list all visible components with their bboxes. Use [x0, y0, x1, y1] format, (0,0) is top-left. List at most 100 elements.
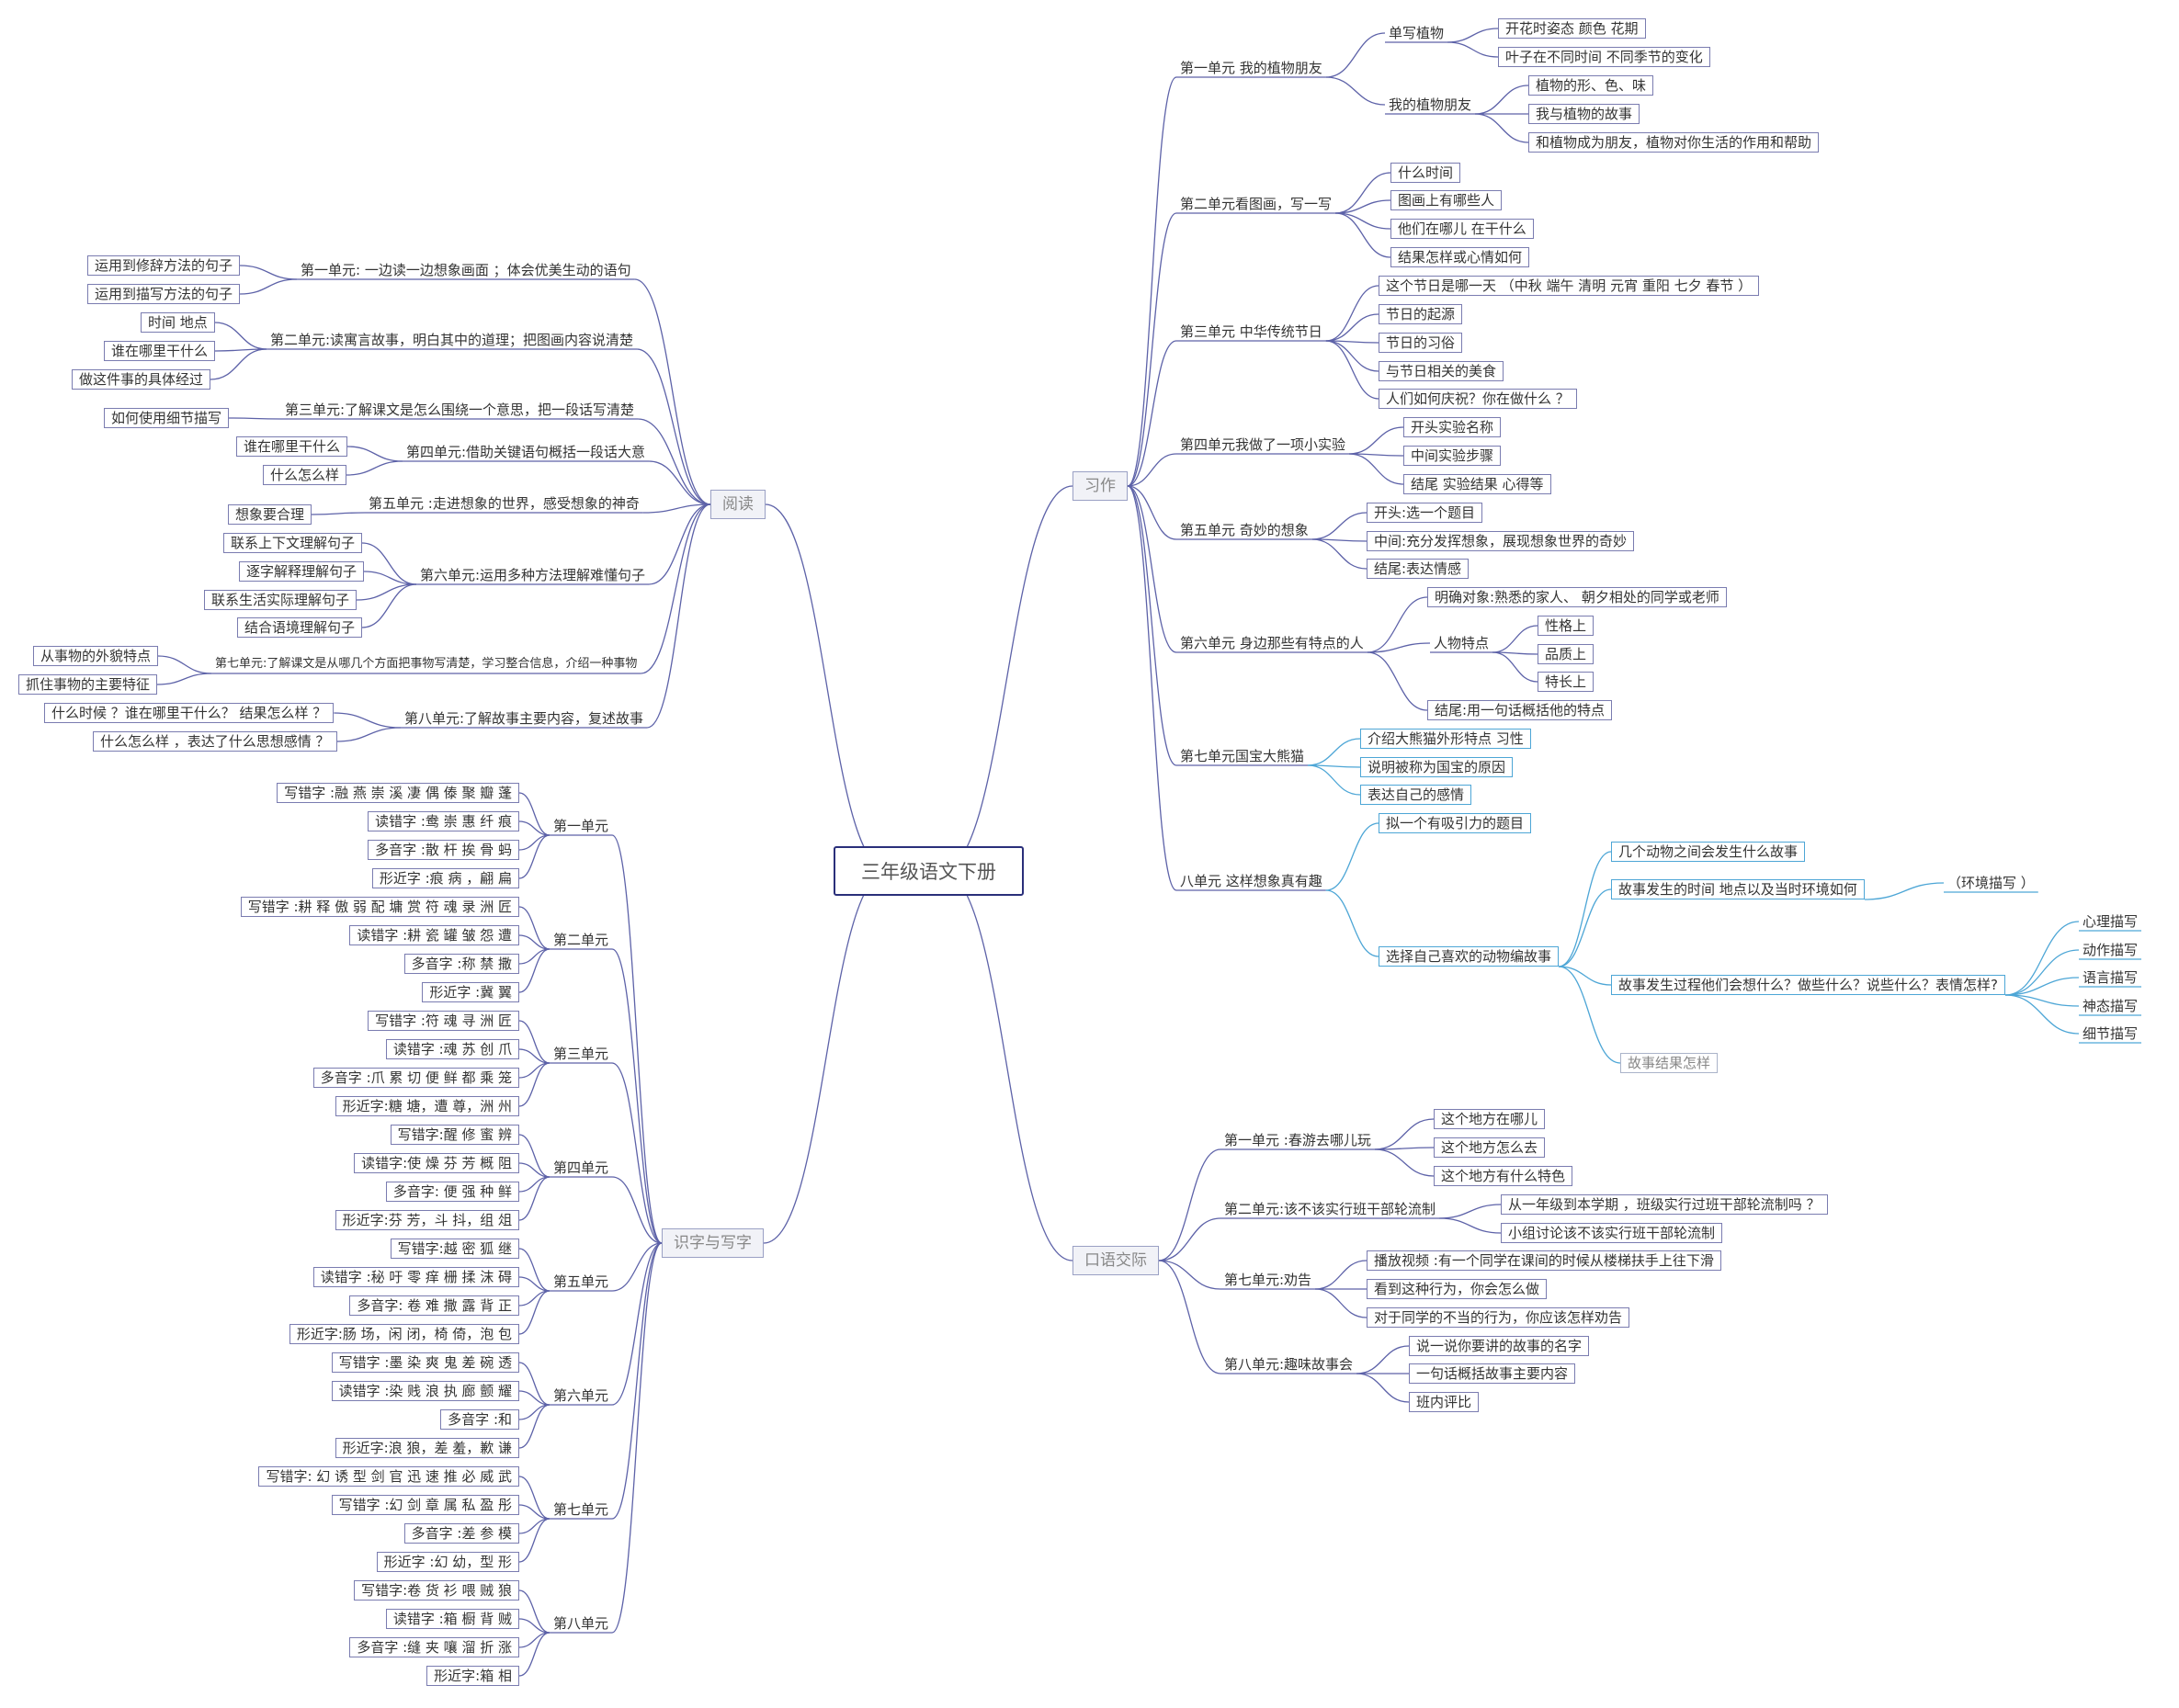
xizuo-u7-item[interactable]: 说明被称为国宝的原因 [1360, 757, 1514, 777]
yuedu-item[interactable]: 运用到修辞方法的句子 [87, 255, 241, 276]
kouyu-u8-item[interactable]: 班内评比 [1409, 1392, 1480, 1412]
xizuo-u3-item[interactable]: 这个节日是哪一天 （中秋 端午 清明 元宵 重阳 七夕 春节 ） [1379, 276, 1760, 296]
shizi-unit[interactable]: 第七单元 [553, 1501, 609, 1518]
kouyu-u7-item[interactable]: 播放视频 :有一个同学在课间的时候从楼梯扶手上往下滑 [1367, 1250, 1721, 1271]
xizuo-u3-item[interactable]: 人们如何庆祝？你在做什么 ？ [1379, 389, 1577, 409]
xizuo-u8-env[interactable]: （环境描写 ） [1947, 875, 2035, 891]
yuedu-item[interactable]: 联系生活实际理解句子 [204, 590, 357, 610]
shizi-item[interactable]: 读错字 :染 贱 浪 执 廊 颤 耀 [331, 1381, 519, 1401]
xizuo-u3-item[interactable]: 与节日相关的美食 [1379, 361, 1504, 381]
shizi-item[interactable]: 形近字 :幻 幼，型 形 [376, 1552, 519, 1572]
xizuo-u8-desc[interactable]: 心理描写 [2083, 913, 2139, 930]
xizuo-unit5[interactable]: 第五单元 奇妙的想象 [1180, 522, 1309, 538]
xizuo-u8-desc[interactable]: 神态描写 [2083, 998, 2139, 1014]
shizi-unit[interactable]: 第四单元 [553, 1159, 609, 1176]
shizi-item[interactable]: 写错字 :墨 染 爽 鬼 差 碗 透 [331, 1352, 519, 1373]
shizi-unit[interactable]: 第六单元 [553, 1387, 609, 1404]
xizuo-u1-a-item[interactable]: 叶子在不同时间 不同季节的变化 [1498, 47, 1710, 67]
xizuo-u2-item[interactable]: 他们在哪儿 在干什么 [1390, 219, 1534, 239]
yuedu-item[interactable]: 什么怎么样 [263, 465, 347, 485]
yuedu-item[interactable]: 谁在哪里干什么 [104, 341, 216, 361]
xizuo-u8-s3[interactable]: 故事发生过程他们会想什么？做些什么？说些什么？表情怎样? [1611, 975, 2005, 995]
yuedu-item[interactable]: 谁在哪里干什么 [236, 436, 348, 457]
shizi-unit[interactable]: 第五单元 [553, 1273, 609, 1290]
kouyu-u2-item[interactable]: 从一年级到本学期 ，班级实行过班干部轮流制吗 ？ [1501, 1194, 1828, 1215]
shizi-item[interactable]: 形近字:浪 狼，差 羞，歉 谦 [335, 1438, 519, 1458]
shizi-item[interactable]: 形近字 :痕 病 ，翩 扁 [371, 868, 519, 888]
xizuo-u8-desc[interactable]: 语言描写 [2083, 969, 2139, 986]
yuedu-item[interactable]: 如何使用细节描写 [104, 408, 230, 428]
yuedu-item[interactable]: 结合语境理解句子 [237, 617, 363, 638]
shizi-item[interactable]: 形近字:箱 相 [426, 1666, 519, 1686]
branch-xizuo[interactable]: 习作 [1072, 471, 1128, 501]
xizuo-u5-item[interactable]: 结尾:表达情感 [1367, 559, 1470, 579]
shizi-item[interactable]: 写错字 :符 魂 寻 洲 匠 [368, 1011, 519, 1031]
shizi-item[interactable]: 写错字 :耕 释 傲 弱 配 墉 赏 符 魂 录 洲 匠 [240, 897, 519, 917]
yuedu-unit[interactable]: 第五单元 :走进想象的世界，感受想象的神奇 [369, 495, 640, 512]
yuedu-item[interactable]: 什么时候 ？谁在哪里干什么？ 结果怎么样 ？ [44, 703, 335, 723]
yuedu-item[interactable]: 做这件事的具体经过 [72, 369, 211, 390]
xizuo-u6-person[interactable]: 人物特点 [1434, 635, 1490, 651]
xizuo-u2-item[interactable]: 什么时间 [1390, 163, 1461, 183]
xizuo-u1-b-item[interactable]: 植物的形、色、味 [1528, 75, 1654, 96]
kouyu-u1-item[interactable]: 这个地方在哪儿 [1434, 1109, 1546, 1129]
xizuo-unit3[interactable]: 第三单元 中华传统节日 [1180, 323, 1322, 340]
xizuo-u1-b-item[interactable]: 和植物成为朋友，植物对你生活的作用和帮助 [1528, 132, 1820, 153]
yuedu-unit[interactable]: 第三单元:了解课文是怎么围绕一个意思，把一段话写清楚 [285, 402, 635, 418]
shizi-item[interactable]: 写错字 :融 燕 崇 溪 凄 偶 傣 聚 瓣 蓬 [277, 783, 519, 803]
xizuo-u4-item[interactable]: 开头实验名称 [1403, 417, 1502, 437]
kouyu-unit2[interactable]: 第二单元:该不该实行班干部轮流制 [1224, 1201, 1436, 1217]
xizuo-u4-item[interactable]: 结尾 实验结果 心得等 [1403, 474, 1551, 494]
yuedu-unit[interactable]: 第八单元:了解故事主要内容，复述故事 [404, 710, 644, 727]
xizuo-unit1[interactable]: 第一单元 我的植物朋友 [1180, 60, 1322, 76]
kouyu-unit8[interactable]: 第八单元:趣味故事会 [1224, 1356, 1354, 1373]
kouyu-u7-item[interactable]: 对于同学的不当的行为，你应该怎样劝告 [1367, 1307, 1630, 1328]
shizi-item[interactable]: 多音字 :缝 夹 嚷 溜 折 涨 [349, 1637, 519, 1657]
xizuo-u1-a-item[interactable]: 开花时姿态 颜色 花期 [1498, 18, 1646, 39]
kouyu-u8-item[interactable]: 一句话概括故事主要内容 [1409, 1363, 1576, 1384]
xizuo-u6-trait[interactable]: 特长上 [1538, 672, 1595, 692]
xizuo-u8-s4[interactable]: 故事结果怎样 [1620, 1053, 1719, 1073]
xizuo-u6-trait[interactable]: 品质上 [1538, 644, 1595, 664]
xizuo-u5-item[interactable]: 中间:充分发挥想象，展现想象世界的奇妙 [1367, 531, 1635, 551]
kouyu-unit7[interactable]: 第七单元:劝告 [1224, 1272, 1312, 1288]
xizuo-unit6[interactable]: 第六单元 身边那些有特点的人 [1180, 635, 1364, 651]
xizuo-u6-end[interactable]: 结尾:用一句话概括他的特点 [1427, 700, 1613, 720]
yuedu-item[interactable]: 想象要合理 [228, 504, 312, 525]
xizuo-u7-item[interactable]: 介绍大熊猫外形特点 习性 [1360, 729, 1531, 749]
yuedu-item[interactable]: 逐字解释理解句子 [239, 561, 365, 582]
shizi-item[interactable]: 多音字 :和 [440, 1409, 519, 1430]
xizuo-u5-item[interactable]: 开头:选一个题目 [1367, 503, 1483, 523]
yuedu-item[interactable]: 联系上下文理解句子 [223, 533, 363, 553]
shizi-item[interactable]: 写错字: 幻 诱 型 剑 官 迅 速 推 必 威 武 [258, 1466, 519, 1487]
shizi-item[interactable]: 读错字 :魂 苏 创 爪 [385, 1039, 519, 1059]
shizi-unit[interactable]: 第三单元 [553, 1046, 609, 1062]
yuedu-item[interactable]: 从事物的外貌特点 [33, 646, 159, 666]
xizuo-u3-item[interactable]: 节日的起源 [1379, 304, 1463, 324]
xizuo-u2-item[interactable]: 结果怎样或心情如何 [1390, 247, 1530, 267]
xizuo-u8-s2[interactable]: 故事发生的时间 地点以及当时环境如何 [1611, 879, 1865, 899]
yuedu-unit[interactable]: 第二单元:读寓言故事，明白其中的道理；把图画内容说清楚 [270, 332, 634, 348]
branch-yuedu[interactable]: 阅读 [710, 490, 766, 519]
kouyu-u1-item[interactable]: 这个地方怎么去 [1434, 1137, 1546, 1158]
shizi-item[interactable]: 多音字 :爪 累 切 便 鲜 都 乘 笼 [312, 1068, 519, 1088]
yuedu-unit[interactable]: 第六单元:运用多种方法理解难懂句子 [420, 567, 646, 583]
shizi-item[interactable]: 写错字:醒 修 蜜 辨 [390, 1125, 519, 1145]
yuedu-unit[interactable]: 第四单元:借助关键语句概括一段话大意 [406, 444, 646, 460]
xizuo-u8-desc[interactable]: 细节描写 [2083, 1025, 2139, 1042]
xizuo-u4-item[interactable]: 中间实验步骤 [1403, 446, 1502, 466]
shizi-item[interactable]: 形近字 :冀 翼 [422, 982, 519, 1002]
kouyu-u7-item[interactable]: 看到这种行为，你会怎么做 [1367, 1279, 1548, 1299]
yuedu-unit[interactable]: 第一单元: 一边读一边想象画面 ；体会优美生动的语句 [301, 262, 631, 278]
shizi-item[interactable]: 多音字: 便 强 种 鲜 [385, 1182, 519, 1202]
xizuo-u8-story[interactable]: 选择自己喜欢的动物编故事 [1379, 946, 1560, 967]
branch-shizi[interactable]: 识字与写字 [662, 1228, 764, 1258]
yuedu-item[interactable]: 时间 地点 [141, 312, 215, 333]
xizuo-u7-item[interactable]: 表达自己的感情 [1360, 785, 1472, 805]
shizi-item[interactable]: 读错字 :鸯 崇 惠 纤 痕 [368, 811, 519, 831]
kouyu-u8-item[interactable]: 说一说你要讲的故事的名字 [1409, 1336, 1590, 1356]
yuedu-item[interactable]: 抓住事物的主要特征 [18, 674, 158, 695]
xizuo-unit2[interactable]: 第二单元看图画，写一写 [1180, 196, 1333, 212]
shizi-unit[interactable]: 第一单元 [553, 818, 609, 834]
shizi-item[interactable]: 多音字: 卷 难 撒 露 背 正 [349, 1295, 519, 1316]
